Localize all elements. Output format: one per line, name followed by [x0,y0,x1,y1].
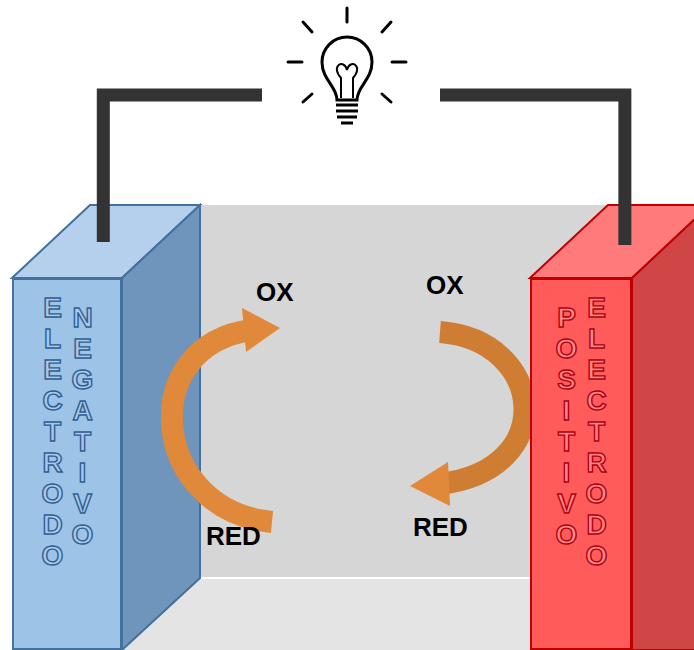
electrode-label: ELECTRODO POSITIVO [551,292,611,560]
floor-edge [200,577,530,579]
bulb-glass [322,37,372,100]
negative-electrode: ELECTRODO NEGATIVO [12,278,122,650]
positive-electrode: ELECTRODO POSITIVO [530,278,632,650]
light-rays [288,8,406,102]
oxidized-species-label: OX [256,277,294,308]
bulb-base [336,105,358,123]
oxidized-species-label: OX [426,270,464,301]
reduced-species-label: RED [206,521,261,552]
positive-side-face [632,205,694,650]
left-arrow-head [242,308,280,352]
right-cycle-arrow [440,332,524,484]
right-arrow-head [410,462,450,506]
negative-side-face [122,205,200,650]
external-wire [103,95,625,245]
reduced-species-label: RED [413,512,468,543]
bulb-filament [337,64,357,98]
left-cycle-arrow [172,330,272,522]
electrode-label: ELECTRODO NEGATIVO [37,292,97,560]
